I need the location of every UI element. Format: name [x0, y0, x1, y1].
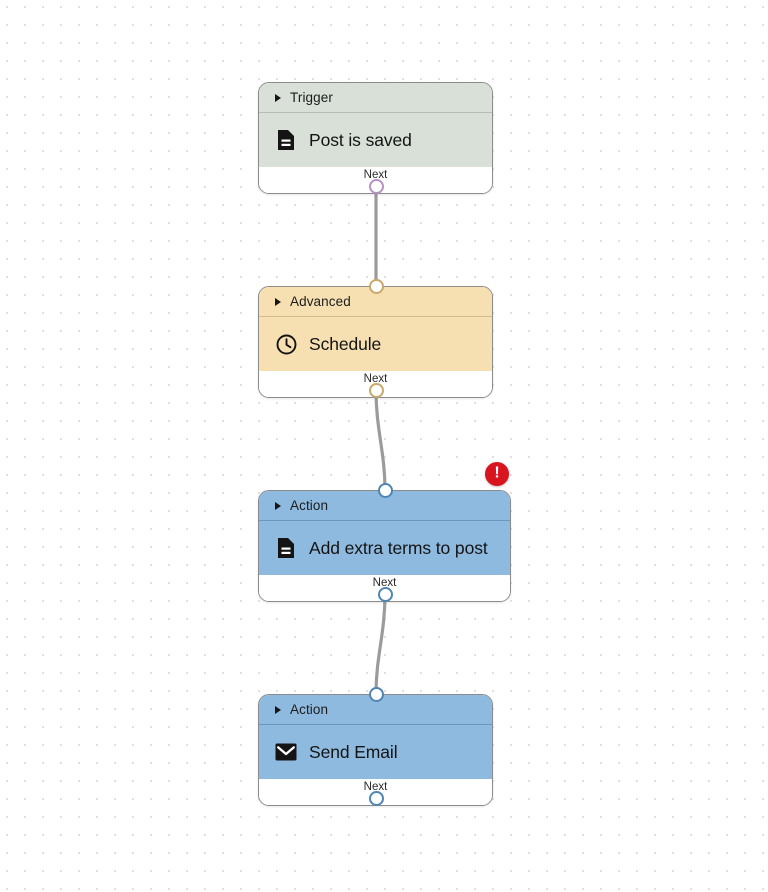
node-header-trigger[interactable]: Trigger — [259, 83, 492, 113]
next-label: Next — [363, 169, 388, 181]
input-port-action-send-email[interactable] — [368, 686, 384, 702]
node-body-action-terms[interactable]: Add extra terms to post — [259, 521, 510, 575]
next-label: Next — [363, 781, 388, 793]
output-port-trigger[interactable] — [368, 178, 384, 194]
node-body-action-send-email[interactable]: Send Email — [259, 725, 492, 779]
workflow-node-action-add-extra-terms-to-post[interactable]: Action Add extra terms to post Next — [258, 490, 511, 602]
node-title: Add extra terms to post — [309, 537, 488, 558]
chevron-right-icon[interactable] — [275, 705, 281, 714]
input-port-action-terms[interactable] — [377, 482, 393, 498]
error-icon[interactable]: ! — [485, 462, 509, 486]
document-icon — [275, 129, 297, 151]
node-kind-label: Advanced — [290, 294, 351, 309]
edge-advanced-to-action-terms — [374, 388, 387, 492]
node-title: Send Email — [309, 741, 398, 762]
workflow-node-trigger-post-is-saved[interactable]: Trigger Post is saved Next — [258, 82, 493, 194]
envelope-icon — [275, 741, 297, 763]
workflow-node-advanced-schedule[interactable]: Advanced Schedule Next — [258, 286, 493, 398]
node-kind-label: Action — [290, 498, 329, 513]
node-title: Schedule — [309, 333, 382, 354]
edge-action-terms-to-send-email — [374, 592, 387, 696]
document-icon — [275, 537, 297, 559]
node-kind-label: Trigger — [290, 90, 333, 105]
chevron-right-icon[interactable] — [275, 501, 281, 510]
node-title: Post is saved — [309, 129, 412, 150]
chevron-right-icon[interactable] — [275, 93, 281, 102]
clock-icon — [275, 333, 297, 355]
output-port-action-send-email[interactable] — [368, 790, 384, 806]
node-body-advanced[interactable]: Schedule — [259, 317, 492, 371]
chevron-right-icon[interactable] — [275, 297, 281, 306]
node-body-trigger[interactable]: Post is saved — [259, 113, 492, 167]
node-kind-label: Action — [290, 702, 329, 717]
workflow-node-action-send-email[interactable]: Action Send Email Next — [258, 694, 493, 806]
output-port-advanced[interactable] — [368, 382, 384, 398]
output-port-action-terms[interactable] — [377, 586, 393, 602]
error-glyph: ! — [494, 464, 500, 482]
next-label: Next — [372, 577, 397, 589]
next-label: Next — [363, 373, 388, 385]
input-port-advanced[interactable] — [368, 278, 384, 294]
